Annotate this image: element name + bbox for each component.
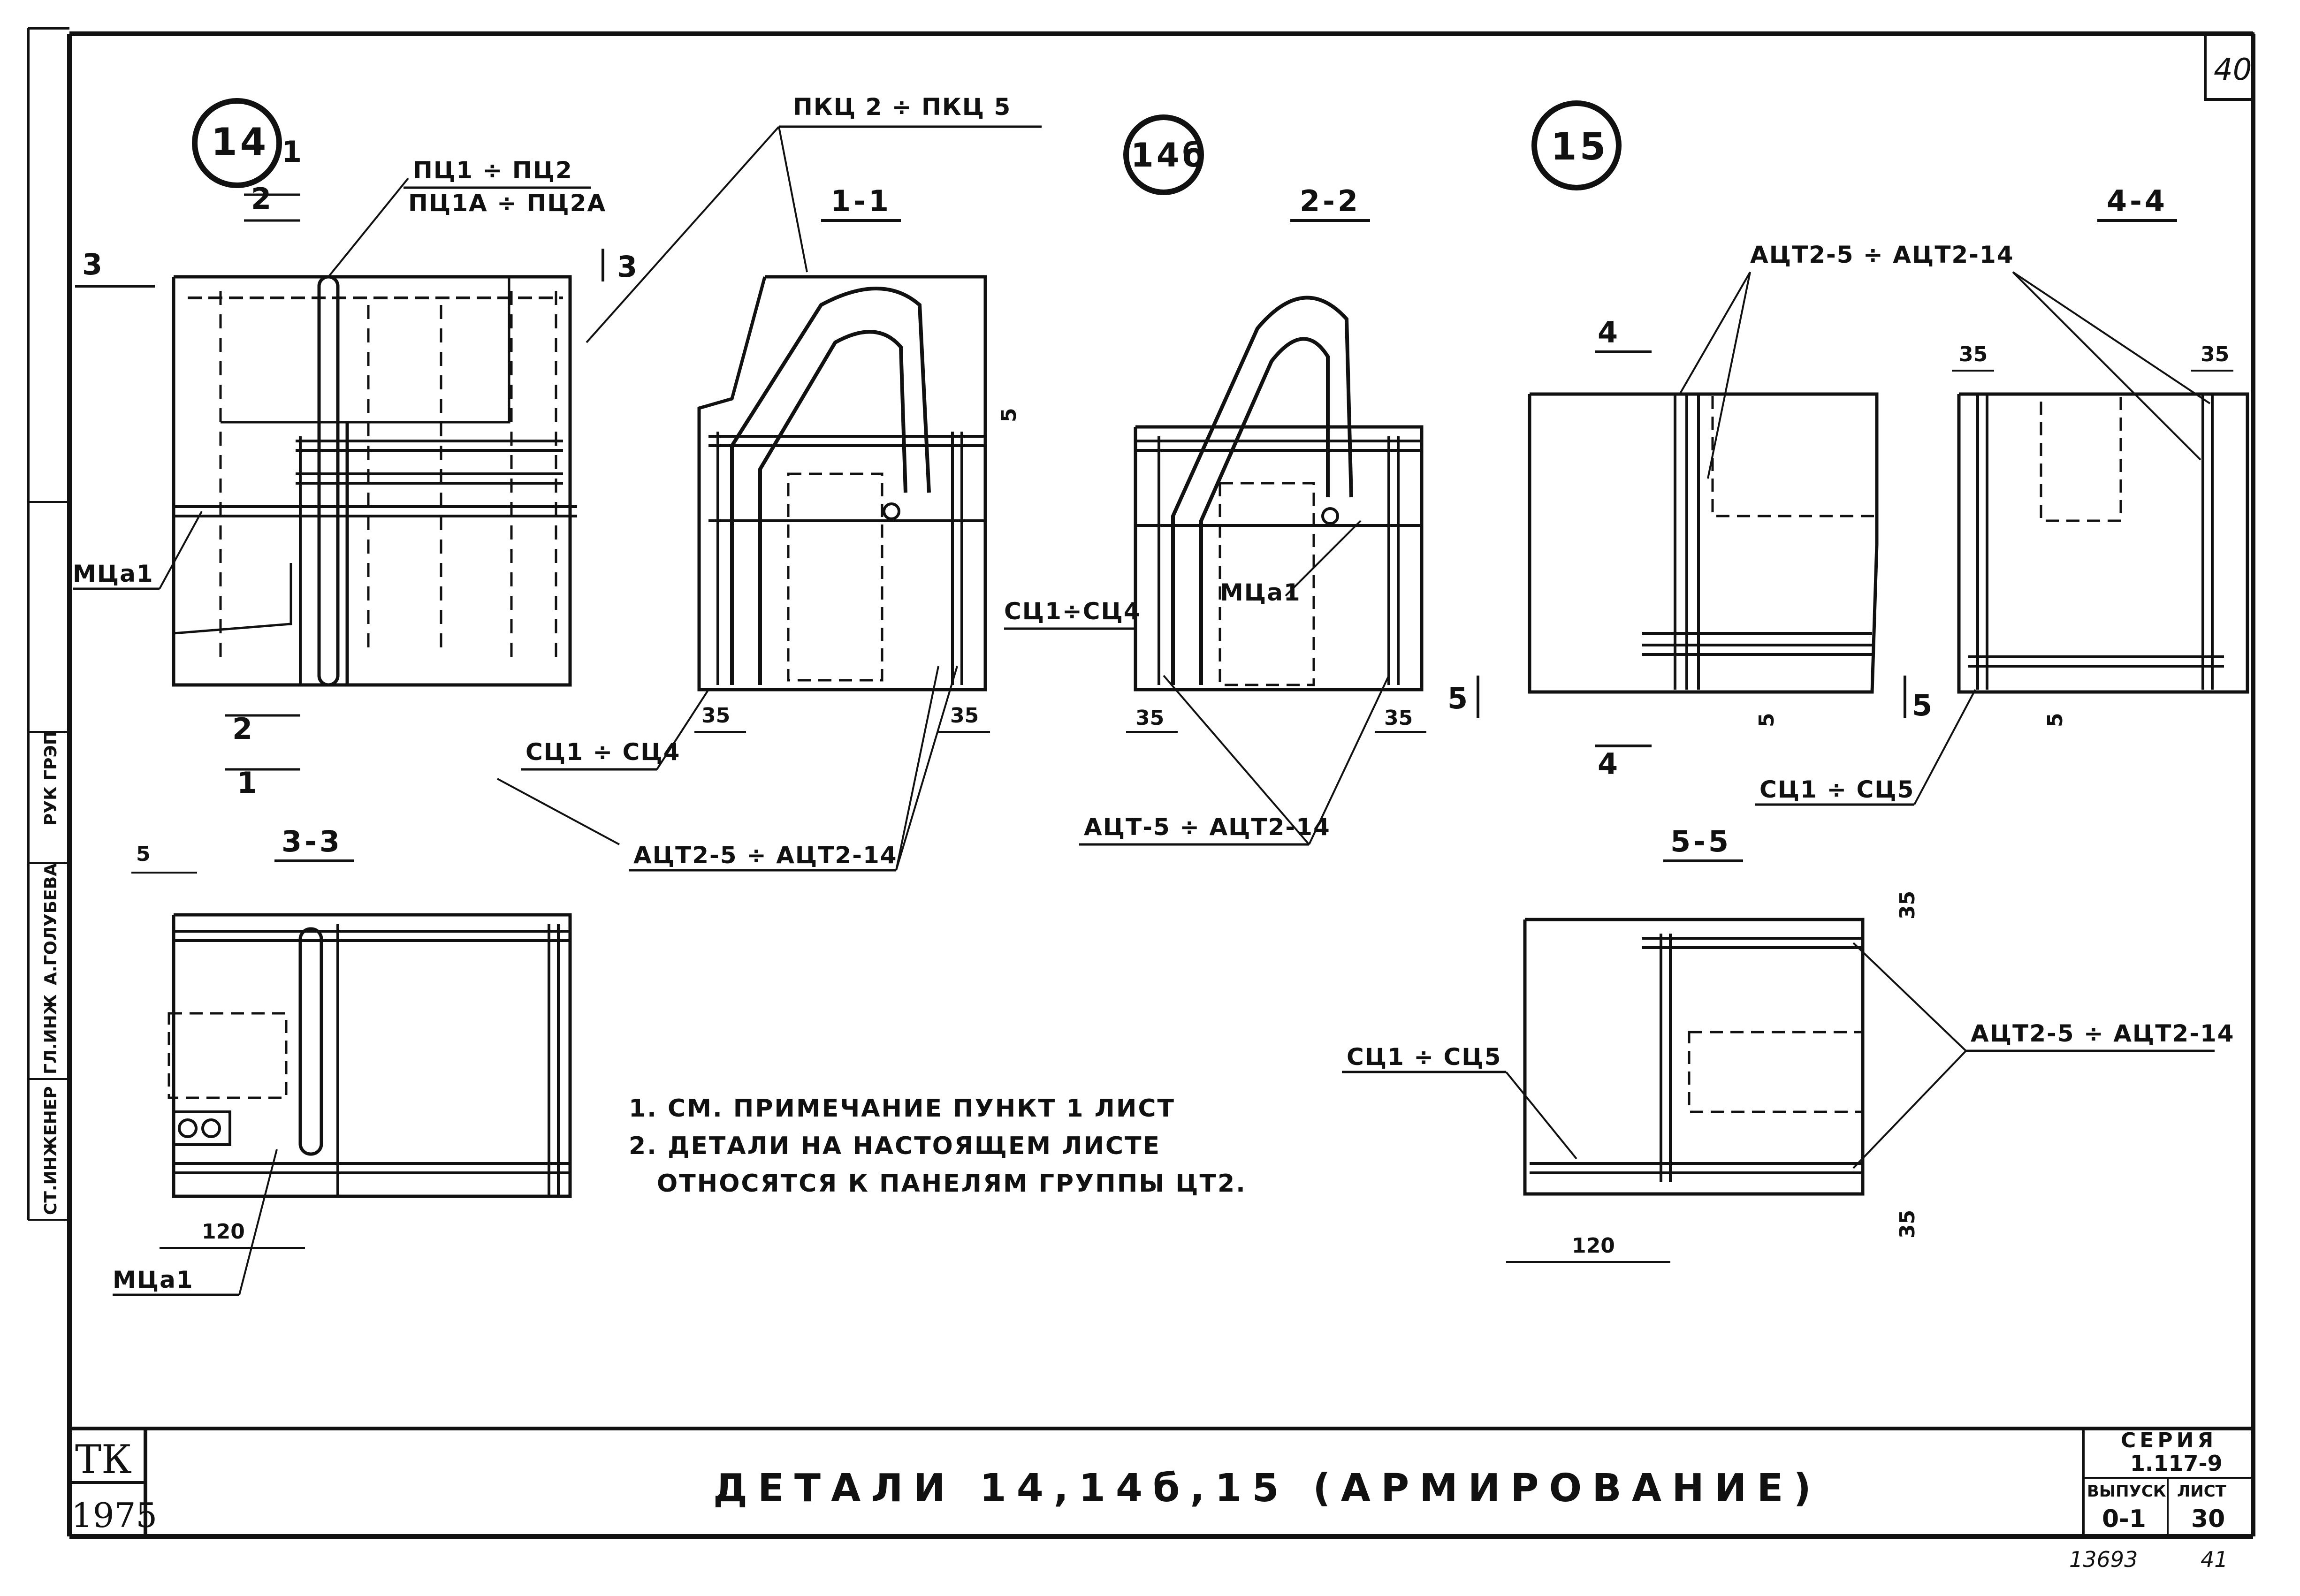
label-sc15-a: СЦ1 ÷ СЦ5	[1759, 776, 1914, 803]
notes-block: 1. СМ. ПРИМЕЧАНИЕ ПУНКТ 1 ЛИСТ 2. ДЕТАЛИ…	[629, 1094, 1247, 1198]
dim-35-1-1-left: 35	[701, 704, 730, 728]
section-3-3-title: 3-3	[282, 824, 343, 859]
label-act-a-2: АЦТ2-5 ÷ АЦТ2-14	[1750, 241, 2014, 268]
cut-1-bottom: 1	[237, 766, 260, 800]
page-number: 40	[2214, 53, 2252, 87]
stamp-name: А.ГОЛУБЕВА	[41, 863, 61, 985]
label-mca1-mid: МЦа1	[1220, 579, 1301, 606]
dim-5-4-4-left: 5	[1755, 713, 1779, 727]
issue-value: 0-1	[2102, 1505, 2146, 1533]
note-2: 2. ДЕТАЛИ НА НАСТОЯЩЕМ ЛИСТЕ	[629, 1132, 1161, 1160]
note-1: 1. СМ. ПРИМЕЧАНИЕ ПУНКТ 1 ЛИСТ	[629, 1094, 1175, 1123]
section-1-1-view: 1-1 ПКЦ 2 ÷ ПКЦ 5 СЦ1 ÷ СЦ4 35 35 5 АЦТ2…	[497, 93, 1042, 872]
drawing-title: ДЕТАЛИ 14,14б,15 (АРМИРОВАНИЕ)	[713, 1466, 1821, 1511]
detail-15-label: 15	[1551, 125, 1608, 168]
dim-35-2-2-right: 35	[1384, 706, 1413, 730]
section-4-4-title: 4-4	[2107, 184, 2168, 218]
label-pc-top: ПЦ1 ÷ ПЦ2	[413, 157, 573, 184]
sheet-frame	[27, 27, 2255, 1539]
dim-120-3-3: 120	[202, 1220, 245, 1244]
dim-35-5-5-top: 35	[1896, 891, 1919, 920]
page-number-box: 40	[2204, 32, 2254, 101]
dim-5-4-4-right: 5	[2043, 713, 2067, 727]
section-5-5-title: 5-5	[1670, 824, 1731, 859]
cut-5-mid: 5	[1447, 681, 1470, 715]
cut-2-top: 2	[251, 182, 274, 216]
dim-35-4-4-left: 35	[1959, 342, 1988, 366]
series-label: СЕРИЯ	[2121, 1429, 2217, 1452]
title-block: ТК 1975 ДЕТАЛИ 14,14б,15 (АРМИРОВАНИЕ) С…	[69, 1427, 2253, 1536]
title-block-org: ТК	[75, 1436, 132, 1482]
label-sc15-b: СЦ1 ÷ СЦ5	[1347, 1043, 1501, 1071]
dim-35-4-4-right: 35	[2201, 342, 2229, 366]
section-4-4-view: 15 4-4 35 35 АЦТ2-5 ÷ АЦТ2-14 СЦ1 ÷ СЦ5 …	[1528, 100, 2249, 806]
label-act-a-3: АЦТ2-5 ÷ АЦТ2-14	[1971, 1020, 2235, 1047]
cut-5-right: 5	[1912, 688, 1935, 722]
title-block-year: 1975	[71, 1496, 157, 1535]
label-sc14-b: СЦ1÷СЦ4	[1004, 598, 1141, 625]
label-mca1-bottom: МЦа1	[113, 1266, 194, 1293]
cut-2-bottom: 2	[232, 712, 255, 746]
dim-35-1-1-right: 35	[950, 704, 979, 728]
series-value: 1.117-9	[2130, 1451, 2223, 1476]
detail-14b-label: 14б	[1131, 136, 1208, 175]
label-mca1-left: МЦа1	[73, 560, 154, 587]
cut-4-bottom: 4	[1598, 747, 1621, 781]
inventory-number: 13693	[2069, 1547, 2138, 1572]
label-act-b: АЦТ-5 ÷ АЦТ2-14	[1084, 813, 1331, 841]
dim-120-5-5: 120	[1572, 1234, 1615, 1258]
inventory-stamp: 13693 41	[2069, 1547, 2228, 1572]
label-pc-bottom: ПЦ1А ÷ ПЦ2А	[408, 190, 606, 217]
cut-1-top: 1	[282, 135, 305, 169]
dim-5-1-1: 5	[997, 408, 1021, 422]
sheet-label: ЛИСТ	[2177, 1482, 2227, 1501]
stamp-dept: РУК ГРЭП	[41, 731, 61, 826]
sheet-value: 30	[2191, 1505, 2225, 1533]
stamp-role1: СТ.ИНЖЕНЕР	[41, 1086, 61, 1215]
inventory-page: 41	[2201, 1547, 2228, 1572]
label-pkc: ПКЦ 2 ÷ ПКЦ 5	[793, 93, 1011, 121]
dim-5-3-3: 5	[136, 842, 151, 866]
issue-label: ВЫПУСК	[2087, 1482, 2166, 1501]
detail-14-view: 14 ПЦ1 ÷ ПЦ2 ПЦ1А ÷ ПЦ2А МЦа1 3 3 1	[73, 98, 640, 800]
stamp-role2: ГЛ.ИНЖ	[41, 994, 61, 1074]
cut-3-left: 3	[82, 247, 105, 281]
label-act-a-1: АЦТ2-5 ÷ АЦТ2-14	[633, 842, 898, 869]
note-2-cont: ОТНОСЯТСЯ К ПАНЕЛЯМ ГРУППЫ ЦТ2.	[657, 1170, 1247, 1198]
section-3-3-view: 3-3 5 120 МЦа1	[113, 824, 572, 1296]
cut-4-top: 4	[1598, 315, 1621, 350]
section-5-5-view: 5-5 35 35 120 СЦ1 ÷ СЦ5 АЦТ2-5 ÷ АЦТ2-14	[1342, 824, 2235, 1263]
section-2-2-title: 2-2	[1300, 184, 1361, 218]
label-sc14-a: СЦ1 ÷ СЦ4	[525, 738, 680, 766]
detail-14-label: 14	[211, 120, 269, 164]
section-2-2-view: 14б 2-2 МЦа1 СЦ1÷СЦ4 35 35 АЦТ-5 ÷ АЦТ2-…	[1004, 114, 1479, 846]
side-stamp: СТ.ИНЖЕНЕР ГЛ.ИНЖ А.ГОЛУБЕВА РУК ГРЭП	[41, 731, 61, 1215]
cut-3-right: 3	[617, 250, 640, 284]
dim-35-5-5-bottom: 35	[1896, 1210, 1919, 1239]
section-1-1-title: 1-1	[830, 184, 891, 218]
dim-35-2-2-left: 35	[1135, 706, 1164, 730]
